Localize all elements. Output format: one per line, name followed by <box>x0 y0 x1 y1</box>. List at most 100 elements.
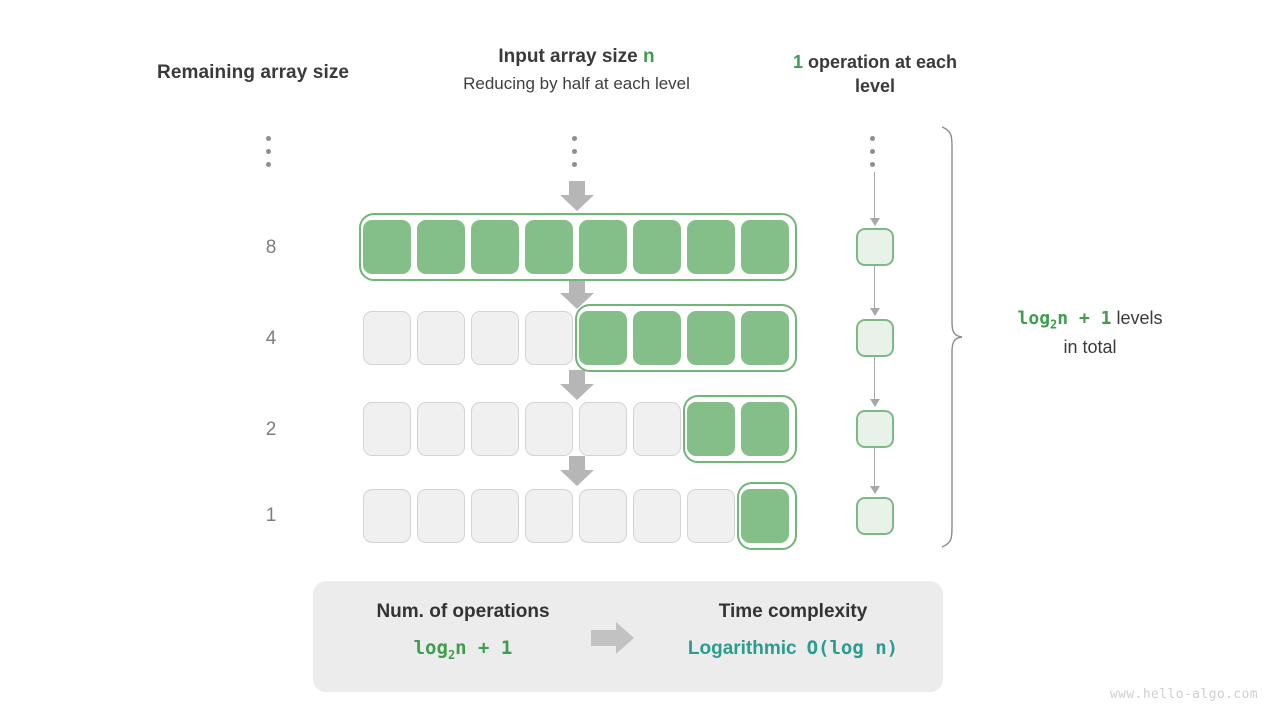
left-column-header: Remaining array size <box>157 62 350 83</box>
ellipsis-dot <box>572 162 577 167</box>
operation-box-level-1 <box>856 319 894 357</box>
array-cell <box>633 402 681 456</box>
array-row-level-0 <box>359 213 797 281</box>
summary-left-title: Num. of operations <box>376 601 550 622</box>
levels-annotation-line2: in total <box>1063 336 1117 357</box>
ellipsis-dot <box>266 149 271 154</box>
split-arrow-3 <box>560 456 594 486</box>
op-connector-arrowhead-0 <box>870 218 880 226</box>
ellipsis-dot <box>870 162 875 167</box>
summary-left-value-subscript: 2 <box>447 647 456 662</box>
split-arrow-2 <box>560 370 594 400</box>
array-cell <box>471 311 519 365</box>
array-cell <box>525 311 573 365</box>
right-header-count: 1 <box>792 52 803 72</box>
arrow-head <box>560 195 594 211</box>
levels-annotation: log2n + 1 levels in total <box>985 305 1195 360</box>
operation-box-level-0 <box>856 228 894 266</box>
arrow-shaft <box>569 279 585 294</box>
ellipsis-dot <box>572 149 577 154</box>
array-cell <box>633 489 681 543</box>
summary-right-column: Time complexity Logarithmic O(log n) <box>643 601 943 660</box>
levels-formula-subscript: 2 <box>1050 317 1058 332</box>
array-cell <box>741 311 789 365</box>
array-row-level-2 <box>363 395 797 463</box>
array-row-level-1 <box>363 304 797 372</box>
array-cell <box>633 220 681 274</box>
array-cell <box>741 402 789 456</box>
ellipsis-left-column <box>266 136 271 167</box>
arrow-head <box>560 384 594 400</box>
ellipsis-dot <box>870 136 875 141</box>
array-cell <box>687 311 735 365</box>
op-connector-0 <box>874 172 876 220</box>
array-cell <box>417 311 465 365</box>
ellipsis-right-column <box>870 136 875 167</box>
array-cell <box>525 220 573 274</box>
array-cell <box>525 489 573 543</box>
array-cell <box>579 489 627 543</box>
center-header-subtitle: Reducing by half at each level <box>463 74 690 93</box>
levels-annotation-text1: levels <box>1111 308 1163 328</box>
summary-implies-arrow <box>591 622 639 654</box>
size-label-level-0: 8 <box>265 237 277 258</box>
active-group-outline <box>683 395 797 463</box>
arrow-shaft <box>569 181 585 196</box>
ellipsis-dot <box>266 136 271 141</box>
op-connector-arrowhead-3 <box>870 486 880 494</box>
split-arrow-0 <box>560 181 594 211</box>
summary-left-column: Num. of operations log2n + 1 <box>313 601 613 662</box>
arrow-shaft <box>591 630 617 646</box>
array-cell <box>687 402 735 456</box>
array-cell <box>471 220 519 274</box>
ellipsis-center-column <box>572 136 577 167</box>
active-group-outline <box>575 304 797 372</box>
array-cell <box>363 220 411 274</box>
levels-brace <box>941 126 963 548</box>
watermark: www.hello-algo.com <box>1109 687 1258 702</box>
op-connector-1 <box>874 266 876 310</box>
center-header-variable: n <box>643 46 655 67</box>
operation-box-level-2 <box>856 410 894 448</box>
summary-panel: Num. of operations log2n + 1 Time comple… <box>313 581 943 692</box>
array-cell <box>417 220 465 274</box>
op-connector-3 <box>874 448 876 488</box>
summary-right-title: Time complexity <box>718 601 868 622</box>
array-cell <box>417 402 465 456</box>
center-header-title: Input array size n <box>410 46 743 68</box>
array-cell <box>417 489 465 543</box>
operation-box-level-3 <box>856 497 894 535</box>
array-cell <box>363 311 411 365</box>
center-header: Input array size n Reducing by half at e… <box>410 46 743 94</box>
array-cell <box>633 311 681 365</box>
summary-right-value: Logarithmic O(log n) <box>643 637 943 660</box>
levels-annotation-line1: log2n + 1 levels <box>985 305 1195 334</box>
array-cell <box>579 220 627 274</box>
levels-formula-rest: n + 1 <box>1057 308 1112 329</box>
summary-right-value-word: Logarithmic <box>687 638 797 659</box>
summary-right-value-bigo: O(log n) <box>806 637 899 659</box>
size-label-level-3: 1 <box>265 505 277 526</box>
array-cell <box>471 402 519 456</box>
array-row-level-3 <box>363 482 797 550</box>
array-cell <box>687 489 735 543</box>
levels-formula-log: log <box>1017 308 1051 329</box>
op-connector-arrowhead-1 <box>870 308 880 316</box>
arrow-shaft <box>569 456 585 471</box>
summary-left-value-rest: n + 1 <box>455 637 513 659</box>
active-group-outline <box>737 482 797 550</box>
array-cell <box>471 489 519 543</box>
op-connector-2 <box>874 357 876 401</box>
ellipsis-dot <box>870 149 875 154</box>
array-cell <box>579 311 627 365</box>
size-label-level-2: 2 <box>265 419 277 440</box>
size-label-level-1: 4 <box>265 328 277 349</box>
array-cell <box>741 489 789 543</box>
active-group-outline <box>359 213 797 281</box>
arrow-head <box>616 622 634 654</box>
levels-formula: log2n + 1 <box>1017 308 1112 332</box>
array-cell <box>363 402 411 456</box>
arrow-shaft <box>569 370 585 385</box>
summary-left-value-log: log <box>413 637 448 659</box>
